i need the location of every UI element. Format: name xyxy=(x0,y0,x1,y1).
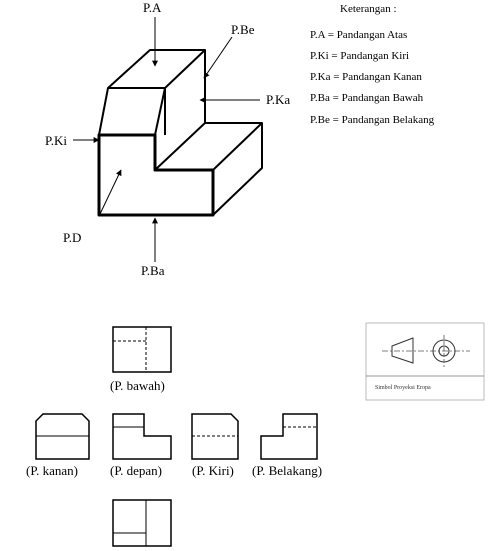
caption-belakang: (P. Belakang) xyxy=(252,463,322,478)
label-kanan: P.Ka xyxy=(266,92,290,107)
label-kiri: P.Ki xyxy=(45,133,67,148)
upper-top xyxy=(107,49,206,89)
isometric-block xyxy=(97,49,263,217)
legend-item: P.A = Pandangan Atas xyxy=(310,29,407,41)
caption-kanan: (P. kanan) xyxy=(26,463,78,478)
step-top xyxy=(154,122,262,171)
arrow-depan xyxy=(99,169,122,215)
legend-item: P.Be = Pandangan Belakang xyxy=(310,114,435,126)
cone-side-icon xyxy=(391,337,414,364)
view-depan xyxy=(112,413,172,460)
view-arrows xyxy=(73,17,260,262)
label-bawah: P.Ba xyxy=(141,263,165,278)
caption-bawah: (P. bawah) xyxy=(110,378,165,393)
upper-block xyxy=(98,80,206,136)
front-face xyxy=(97,133,215,217)
view-bawah xyxy=(112,326,172,373)
label-depan: P.D xyxy=(63,230,81,245)
projection-symbol: Simbol Proyeksi Eropa xyxy=(365,322,485,401)
legend-item: P.Ki = Pandangan Kiri xyxy=(310,50,409,62)
label-belakang: P.Be xyxy=(231,22,255,37)
view-kanan xyxy=(35,413,90,460)
legend-item: P.Ka = Pandangan Kanan xyxy=(310,71,422,83)
symbol-caption: Simbol Proyeksi Eropa xyxy=(375,385,431,391)
legend-title: Keterangan : xyxy=(340,3,397,15)
legend-item: P.Ba = Pandangan Bawah xyxy=(310,92,424,104)
view-belakang xyxy=(260,413,318,460)
arrow-belakang xyxy=(203,36,233,79)
view-kiri xyxy=(191,413,239,460)
legend: Keterangan : P.A = Pandangan Atas P.Ki =… xyxy=(310,3,435,126)
right-face xyxy=(212,122,263,216)
caption-kiri: (P. Kiri) xyxy=(192,463,234,478)
caption-depan: (P. depan) xyxy=(110,463,162,478)
label-atas: P.A xyxy=(143,0,162,15)
view-atas xyxy=(112,499,172,547)
